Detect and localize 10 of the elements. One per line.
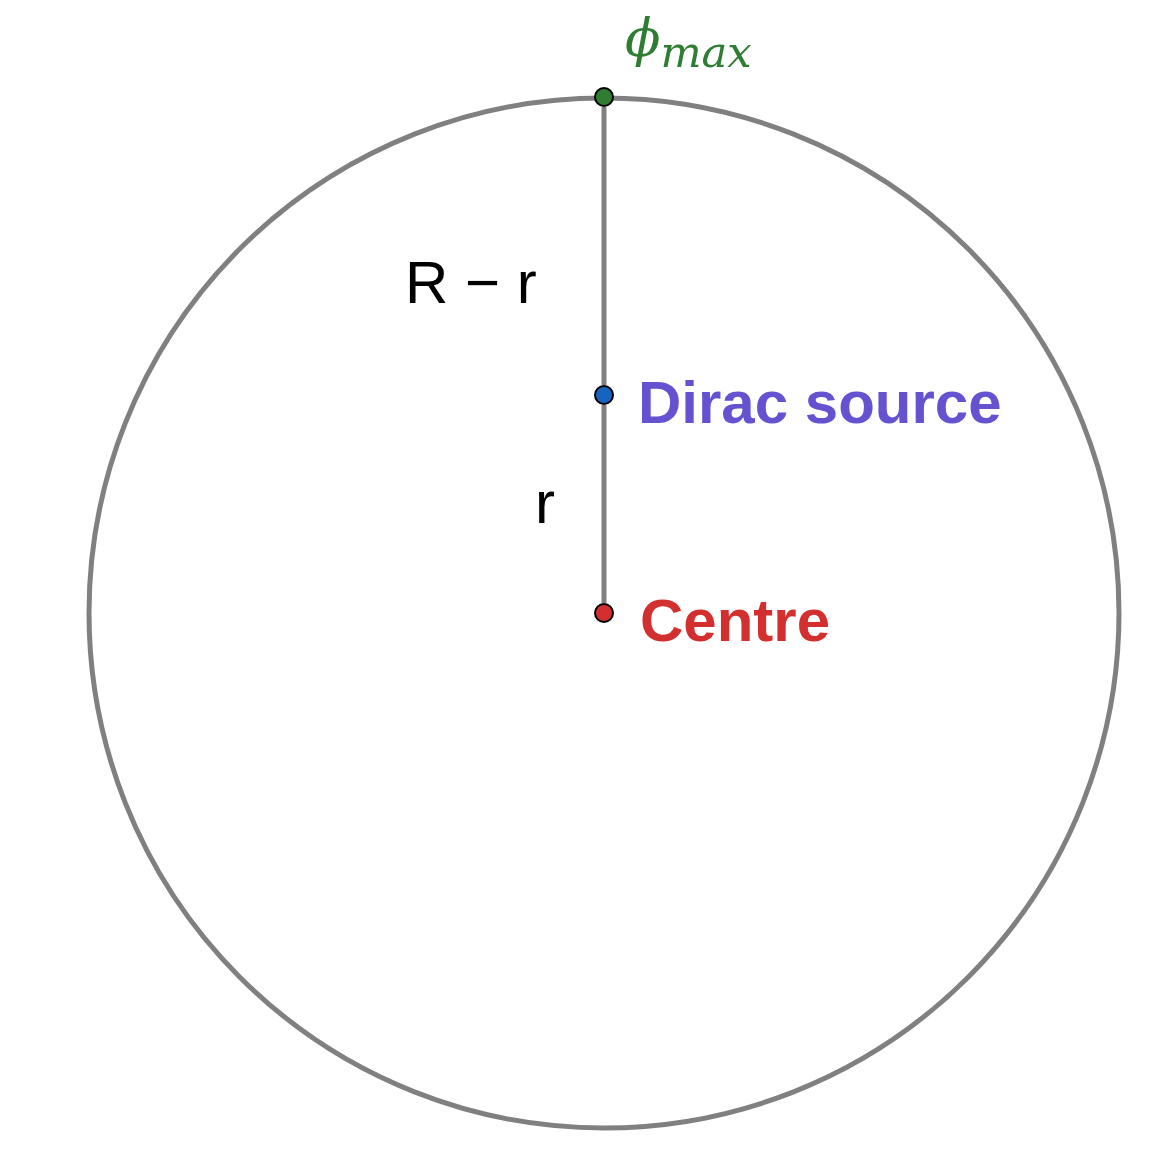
line-segment <box>601 107 607 385</box>
line-segment <box>601 405 607 603</box>
point-marker <box>594 385 614 405</box>
point-label: ϕ$_{max}$ <box>625 8 752 78</box>
point-label: Centre <box>640 586 831 655</box>
edge-label: R − r <box>405 248 537 317</box>
point-marker <box>594 87 614 107</box>
edge-label: r <box>535 468 555 537</box>
point-label: Dirac source <box>638 368 1002 437</box>
point-marker <box>594 603 614 623</box>
